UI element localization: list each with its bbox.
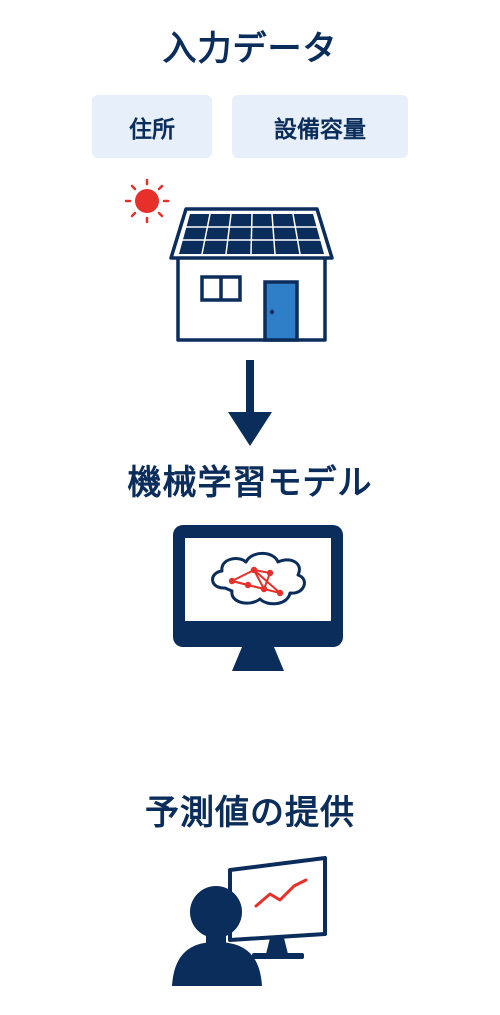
- input-data-heading: 入力データ: [162, 29, 338, 69]
- capacity-chip: 設備容量: [232, 95, 408, 158]
- solar-house-icon: [124, 178, 334, 342]
- monitor-brain-icon: [173, 525, 343, 671]
- ml-model-heading: 機械学習モデル: [127, 463, 373, 503]
- address-chip: 住所: [92, 95, 212, 158]
- person-with-chart-icon: [172, 856, 327, 986]
- sun-icon: [124, 178, 170, 224]
- down-arrow-icon: [228, 360, 272, 446]
- prediction-heading: 予測値の提供: [145, 793, 355, 833]
